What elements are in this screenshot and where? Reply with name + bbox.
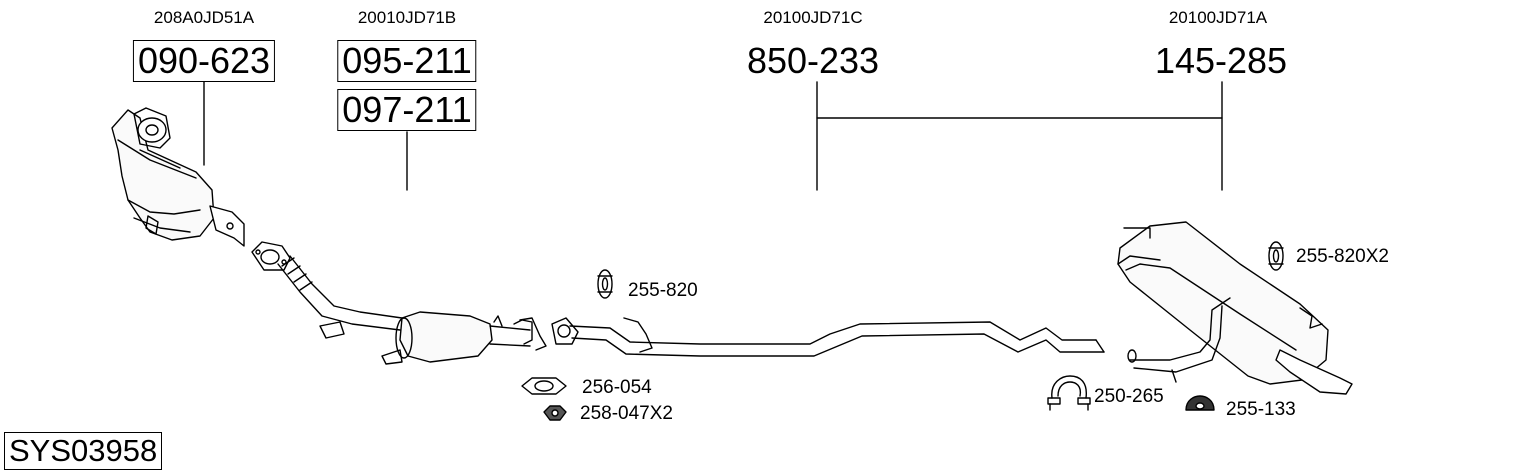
oem-ref-front-pipe: 20010JD71B	[357, 8, 457, 27]
part-label-hanger-rear[interactable]: 255-820X2	[1296, 246, 1389, 267]
oem-ref-rear: 20100JD71A	[1168, 8, 1268, 27]
part-label-mount[interactable]: 255-133	[1226, 399, 1296, 420]
part-number-front-pipe-b[interactable]: 097-211	[337, 89, 477, 131]
part-number-front-pipe-a[interactable]: 095-211	[337, 40, 477, 82]
gasket-icon	[521, 377, 567, 395]
oem-ref-catalyst: 208A0JD51A	[153, 8, 255, 27]
oem-ref-middle: 20100JD71C	[763, 8, 863, 27]
part-number-catalyst[interactable]: 090-623	[132, 40, 276, 82]
hanger-mid-icon	[597, 269, 613, 299]
part-number-rear[interactable]: 145-285	[1154, 40, 1288, 81]
part-label-hanger-mid[interactable]: 255-820	[628, 280, 698, 301]
part-label-gasket[interactable]: 256-054	[582, 377, 652, 398]
front-flange	[251, 241, 291, 271]
clamp-icon	[1047, 375, 1091, 411]
middle-pipe-part	[551, 317, 1105, 357]
mount-icon	[1185, 395, 1215, 411]
part-label-nut[interactable]: 258-047X2	[580, 403, 673, 424]
system-id: SYS03958	[4, 432, 163, 470]
rear-silencer-part	[1117, 221, 1353, 395]
part-label-clamp[interactable]: 250-265	[1094, 386, 1164, 407]
hanger-rear-icon	[1268, 241, 1284, 271]
front-pipe-part	[277, 255, 547, 365]
part-number-middle[interactable]: 850-233	[746, 40, 880, 81]
nut-icon	[543, 405, 567, 421]
catalyst-part	[111, 107, 245, 247]
